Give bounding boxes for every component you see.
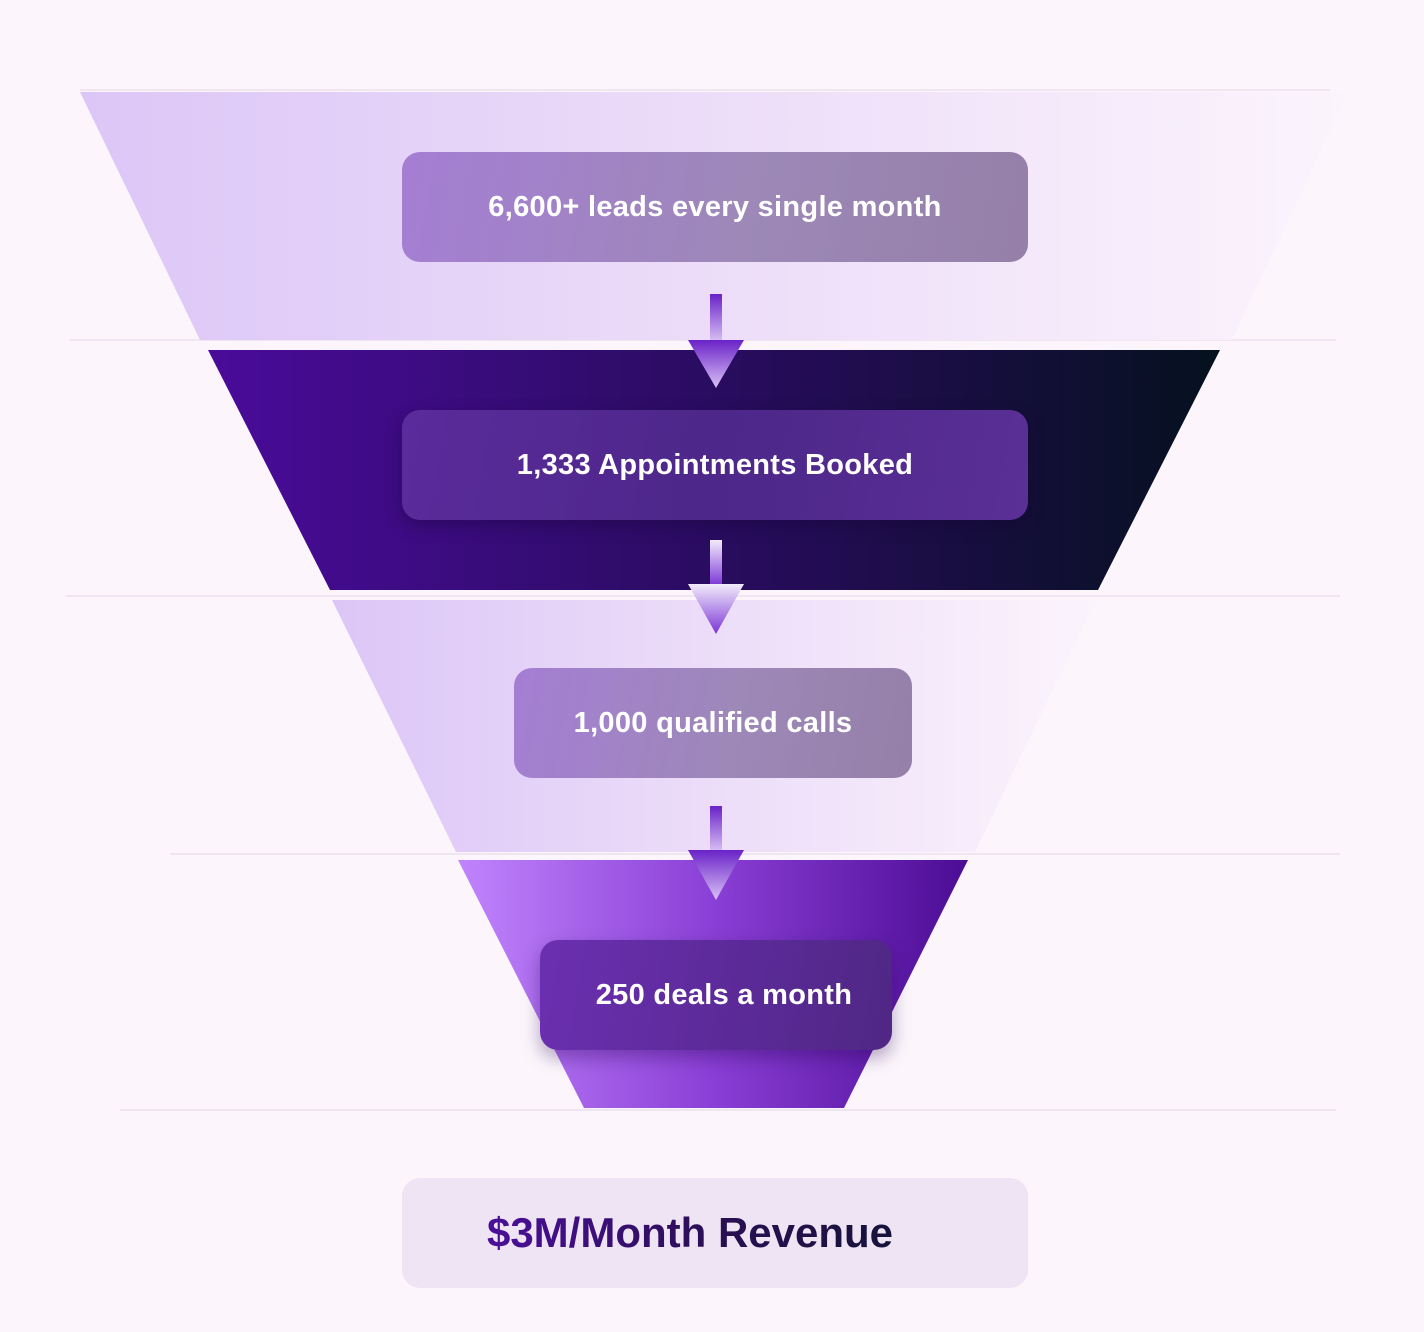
stage-label: 250 deals a month: [595, 978, 853, 1011]
result-label: $3M/Month Revenue: [486, 1209, 894, 1256]
arrow-down-icon: [688, 294, 744, 388]
result-box: $3M/Month Revenue: [402, 1178, 1028, 1288]
stage-label: 1,000 qualified calls: [573, 706, 853, 739]
stage-qualified-calls: 1,000 qualified calls: [514, 668, 912, 778]
arrow-down-icon: [688, 540, 744, 634]
stage-leads: 6,600+ leads every single month: [402, 152, 1028, 262]
stage-appointments: 1,333 Appointments Booked: [402, 410, 1028, 520]
stage-label: 6,600+ leads every single month: [488, 190, 942, 223]
stage-label: 1,333 Appointments Booked: [516, 448, 914, 481]
stage-deals: 250 deals a month: [540, 940, 892, 1050]
arrow-down-icon: [688, 806, 744, 900]
